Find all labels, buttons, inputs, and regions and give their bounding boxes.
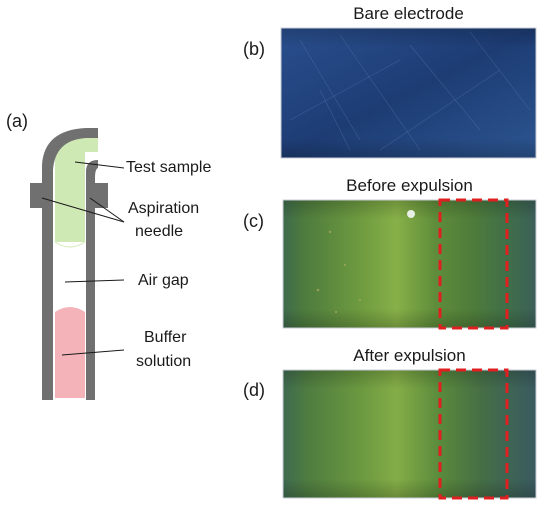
bare-electrode-photo [280, 27, 537, 159]
needle-wall-left [42, 178, 53, 398]
buffer-fill [55, 307, 85, 398]
leader-buffer [61, 349, 125, 356]
before-expulsion-photo [282, 198, 537, 330]
label-needle: needle [135, 223, 184, 240]
test-sample-fill [55, 152, 85, 242]
highlight-box-d [438, 368, 509, 500]
air-gap-fill [55, 242, 85, 312]
label-buffer: Buffer [144, 329, 187, 346]
panel-d-title: After expulsion [353, 346, 466, 365]
panel-b-label: (b) [243, 39, 265, 59]
panel-b-title: Bare electrode [353, 4, 464, 23]
panel-c-title: Before expulsion [346, 176, 473, 195]
needle-schematic [30, 128, 125, 400]
leader-needle-right [89, 197, 125, 223]
panel-d-label: (d) [243, 380, 265, 400]
label-test-sample: Test sample [126, 159, 212, 176]
needle-wall-right [86, 178, 95, 398]
after-expulsion-photo [282, 368, 537, 500]
needle-bend-outer [42, 128, 98, 178]
leader-air-gap [64, 279, 125, 283]
label-air-gap: Air gap [138, 272, 189, 289]
bubble [407, 210, 415, 218]
panel-c-label: (c) [243, 211, 264, 231]
leader-needle-left [41, 197, 125, 223]
highlight-box-c [438, 198, 509, 330]
panel-a-label: (a) [6, 111, 28, 131]
leader-test-sample [74, 161, 125, 169]
label-solution: solution [136, 353, 192, 370]
electrode-scratches [289, 31, 531, 151]
label-aspiration: Aspiration [128, 200, 200, 217]
needle-bend-inner [86, 160, 98, 178]
